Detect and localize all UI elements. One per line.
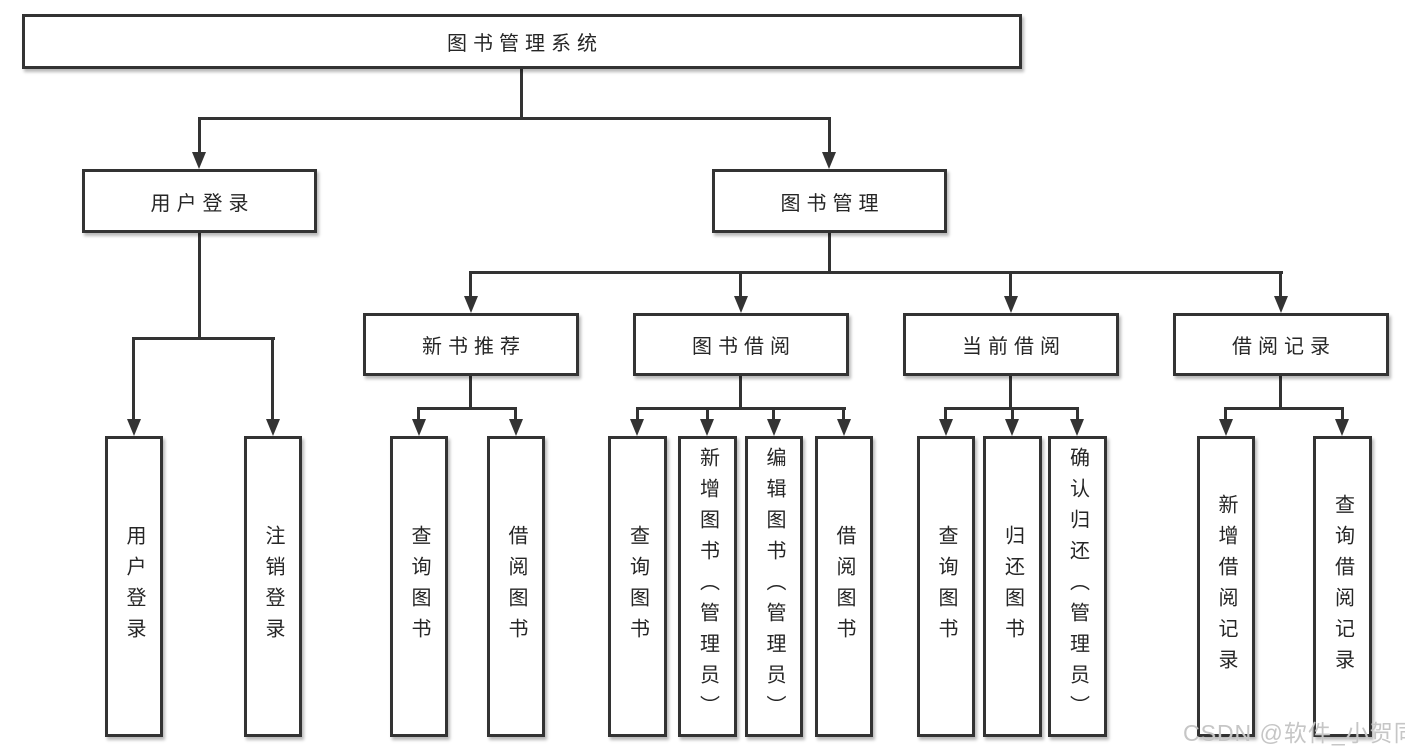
node-label: 新增借阅记录 — [1215, 493, 1237, 680]
connector-nbr-child1-drop — [417, 407, 420, 420]
connector-br-horizontal — [1224, 407, 1344, 410]
arrow-down-icon — [127, 419, 141, 436]
arrow-down-icon — [822, 152, 836, 169]
connector-bb-child1-drop — [636, 407, 639, 420]
arrow-down-icon — [837, 419, 851, 436]
node-label: 借阅记录 — [1232, 336, 1336, 358]
arrow-down-icon — [767, 419, 781, 436]
connector-br-child1-drop — [1224, 407, 1227, 420]
connector-book-mgmt-drop — [828, 233, 831, 271]
connector-level3-drop-2 — [739, 271, 742, 298]
arrow-down-icon — [266, 419, 280, 436]
node-label: 用户登录 — [150, 192, 255, 215]
node-label: 用户登录 — [123, 524, 145, 649]
arrow-down-icon — [1335, 419, 1349, 436]
connector-br-child2-drop — [1341, 407, 1344, 420]
node-label: 归还图书 — [1001, 524, 1024, 649]
node-label: 注销登录 — [262, 524, 284, 649]
arrow-down-icon — [1070, 419, 1084, 436]
node-label: 新增图书（管理员） — [696, 447, 719, 726]
node-user-login: 用户登录 — [105, 436, 163, 737]
connector-bb-child2-drop — [706, 407, 709, 420]
node-br-query-record: 查询借阅记录 — [1313, 436, 1372, 737]
node-bb-borrow-books: 借阅图书 — [815, 436, 873, 737]
connector-user-login-drop — [198, 233, 201, 337]
node-new-book-recommend: 新书推荐 — [363, 313, 579, 376]
connector-cb-drop — [1009, 376, 1012, 407]
node-label: 查询图书 — [626, 524, 649, 649]
connector-nbr-child2-drop — [514, 407, 517, 420]
connector-user-login-horizontal — [132, 337, 275, 340]
node-label: 借阅图书 — [833, 524, 855, 649]
node-book-management: 图书管理 — [712, 169, 947, 233]
arrow-down-icon — [464, 296, 478, 313]
connector-bb-drop — [739, 376, 742, 407]
arrow-down-icon — [1219, 419, 1233, 436]
node-label: 图书管理系统 — [447, 33, 603, 55]
connector-root-drop — [520, 69, 523, 117]
connector-user-login-child1-drop — [132, 337, 135, 420]
arrow-down-icon — [734, 296, 748, 313]
node-cb-query-books: 查询图书 — [917, 436, 975, 737]
node-book-borrow: 图书借阅 — [633, 313, 849, 376]
arrow-down-icon — [192, 152, 206, 169]
connector-level2-right-drop — [828, 117, 831, 153]
connector-bb-horizontal — [636, 407, 846, 410]
connector-nbr-horizontal — [417, 407, 517, 410]
node-br-add-record: 新增借阅记录 — [1197, 436, 1255, 737]
connector-nbr-drop — [469, 376, 472, 407]
arrow-down-icon — [412, 419, 426, 436]
node-cb-return-books: 归还图书 — [983, 436, 1042, 737]
node-label: 当前借阅 — [962, 336, 1066, 358]
watermark: CSDN @软件_小贺同学 — [1183, 720, 1405, 746]
connector-level3-horizontal — [469, 271, 1283, 274]
node-label: 编辑图书（管理员） — [763, 447, 785, 726]
node-cb-confirm-return-admin: 确认归还（管理员） — [1048, 436, 1107, 737]
node-borrow-records: 借阅记录 — [1173, 313, 1389, 376]
node-bb-add-books-admin: 新增图书（管理员） — [678, 436, 737, 737]
connector-level2-horizontal — [198, 117, 831, 120]
node-current-borrow: 当前借阅 — [903, 313, 1119, 376]
arrow-down-icon — [509, 419, 523, 436]
arrow-down-icon — [1004, 296, 1018, 313]
node-nbr-borrow-books: 借阅图书 — [487, 436, 545, 737]
arrow-down-icon — [700, 419, 714, 436]
connector-cb-child2-drop — [1011, 407, 1014, 420]
node-label: 借阅图书 — [505, 524, 527, 649]
connector-cb-child3-drop — [1076, 407, 1079, 420]
node-bb-edit-books-admin: 编辑图书（管理员） — [745, 436, 803, 737]
node-label: 查询图书 — [935, 524, 957, 649]
node-logout-login: 注销登录 — [244, 436, 302, 737]
arrow-down-icon — [939, 419, 953, 436]
node-label: 图书借阅 — [692, 336, 796, 358]
connector-user-login-child2-drop — [271, 337, 274, 420]
connector-level2-left-drop — [198, 117, 201, 153]
connector-br-drop — [1279, 376, 1282, 407]
connector-level3-drop-3 — [1009, 271, 1012, 298]
connector-bb-child4-drop — [842, 407, 845, 420]
arrow-down-icon — [630, 419, 644, 436]
arrow-down-icon — [1005, 419, 1019, 436]
connector-level3-drop-1 — [469, 271, 472, 298]
node-nbr-query-books: 查询图书 — [390, 436, 448, 737]
node-label: 确认归还（管理员） — [1066, 447, 1089, 726]
connector-cb-child1-drop — [944, 407, 947, 420]
node-label: 查询图书 — [408, 524, 430, 649]
node-label: 查询借阅记录 — [1331, 493, 1354, 680]
arrow-down-icon — [1274, 296, 1288, 313]
node-label: 图书管理 — [780, 192, 885, 215]
node-user-login-group: 用户登录 — [82, 169, 317, 233]
node-label: 新书推荐 — [422, 336, 526, 358]
connector-bb-child3-drop — [772, 407, 775, 420]
connector-level3-drop-4 — [1279, 271, 1282, 298]
node-bb-query-books: 查询图书 — [608, 436, 667, 737]
node-root: 图书管理系统 — [22, 14, 1022, 69]
